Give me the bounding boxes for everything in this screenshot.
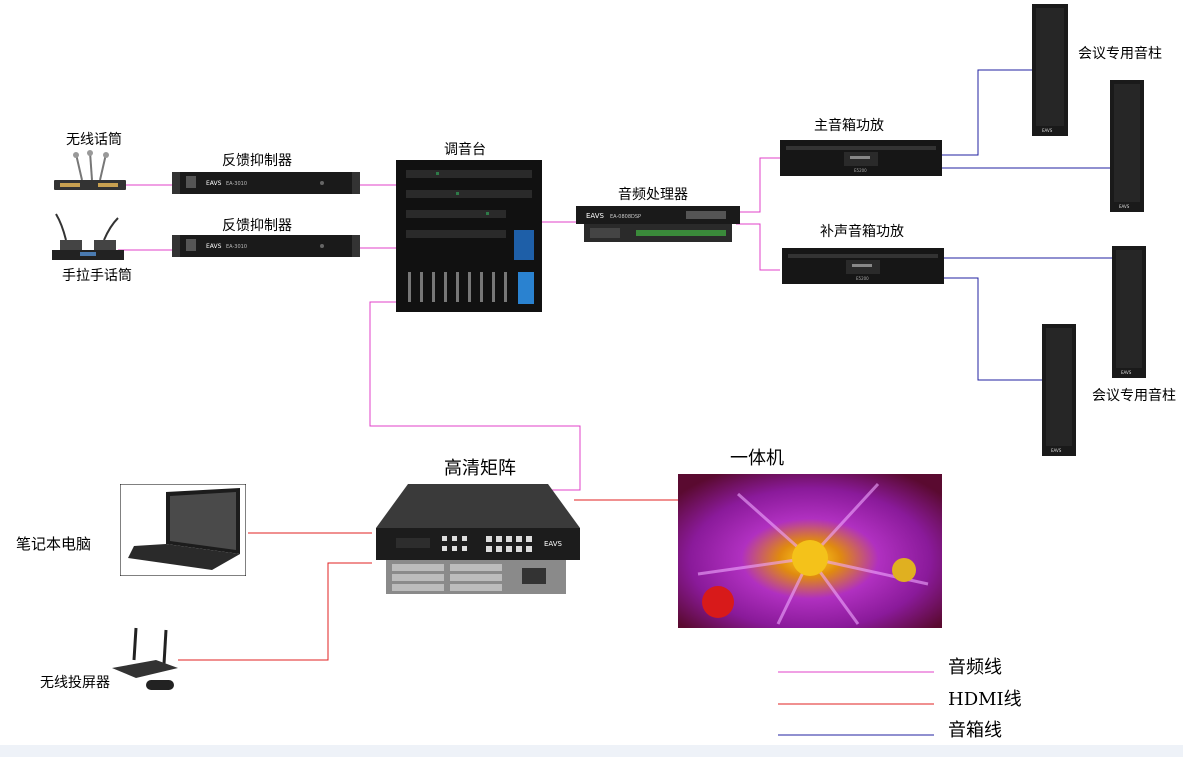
handheld-mic-icon: [52, 213, 124, 260]
feedback-suppressor-1: EAVS EA-3010: [172, 172, 360, 194]
feedback-2-model: EA-3010: [226, 244, 247, 250]
column-speaker-top-right: EAVS: [1110, 80, 1144, 212]
main-amp-model: E5200: [854, 168, 867, 173]
label-matrix: 高清矩阵: [444, 458, 516, 479]
wireless-mic-icon: [54, 150, 126, 190]
label-column-bottom: 会议专用音柱: [1092, 388, 1176, 404]
label-processor: 音频处理器: [618, 187, 688, 203]
fill-amplifier: E5200: [782, 248, 944, 284]
label-feedback-2: 反馈抑制器: [222, 218, 292, 234]
speaker-tl-brand: EAVS: [1042, 128, 1053, 133]
matrix-brand: EAVS: [544, 540, 563, 548]
legend-speaker-label: 音箱线: [948, 720, 1002, 741]
label-wireless-mic: 无线话筒: [66, 132, 122, 148]
speaker-br-brand: EAVS: [1121, 370, 1132, 375]
label-display: 一体机: [730, 448, 784, 469]
label-fill-amp: 补声音箱功放: [820, 224, 904, 240]
audio-wire-processor-to-main-amp: [736, 157, 780, 213]
column-speaker-top-left: EAVS: [1032, 4, 1068, 136]
audio-processor: EAVS EA-0808DSP: [576, 206, 740, 242]
legend-hdmi-label: HDMI线: [948, 689, 1022, 710]
label-mixer: 调音台: [444, 142, 486, 158]
wireless-projector-icon: [112, 627, 178, 690]
speaker-wire-main-to-top-left: [940, 69, 1032, 156]
audio-wire-processor-to-fill-amp: [736, 223, 780, 271]
audio-wire-mixer-to-matrix: [369, 301, 581, 491]
laptop-icon: [120, 484, 246, 576]
processor-model: EA-0808DSP: [610, 214, 641, 220]
label-projector: 无线投屏器: [40, 675, 110, 691]
column-speaker-bottom-right: EAVS: [1112, 246, 1146, 378]
label-main-amp: 主音箱功放: [814, 118, 884, 134]
label-laptop: 笔记本电脑: [16, 535, 92, 553]
feedback-1-brand: EAVS: [206, 180, 222, 187]
legend-audio-label: 音频线: [948, 657, 1002, 678]
hd-matrix: EAVS: [376, 484, 580, 594]
feedback-suppressor-2: EAVS EA-3010: [172, 235, 360, 257]
bottom-band: [0, 745, 1183, 757]
speaker-wire-fill-to-bottom-left: [944, 277, 1042, 381]
audio-wires: [100, 157, 780, 491]
legend-lines: [778, 671, 934, 736]
label-handheld-mic: 手拉手话筒: [62, 268, 132, 284]
label-feedback-1: 反馈抑制器: [222, 153, 292, 169]
feedback-2-brand: EAVS: [206, 243, 222, 250]
hdmi-wires: [178, 499, 678, 661]
processor-brand: EAVS: [586, 212, 605, 220]
display-screen: [678, 474, 942, 628]
hdmi-wire-projector-to-matrix: [178, 562, 372, 661]
feedback-1-model: EA-3010: [226, 181, 247, 187]
speaker-tr-brand: EAVS: [1119, 204, 1130, 209]
speaker-wires: [940, 69, 1112, 381]
fill-amp-model: E5200: [856, 276, 869, 281]
mixer-console: [396, 160, 542, 312]
speaker-bl-brand: EAVS: [1051, 448, 1062, 453]
label-column-top: 会议专用音柱: [1078, 46, 1162, 62]
column-speaker-bottom-left: EAVS: [1042, 324, 1076, 456]
main-amplifier: E5200: [780, 140, 942, 176]
